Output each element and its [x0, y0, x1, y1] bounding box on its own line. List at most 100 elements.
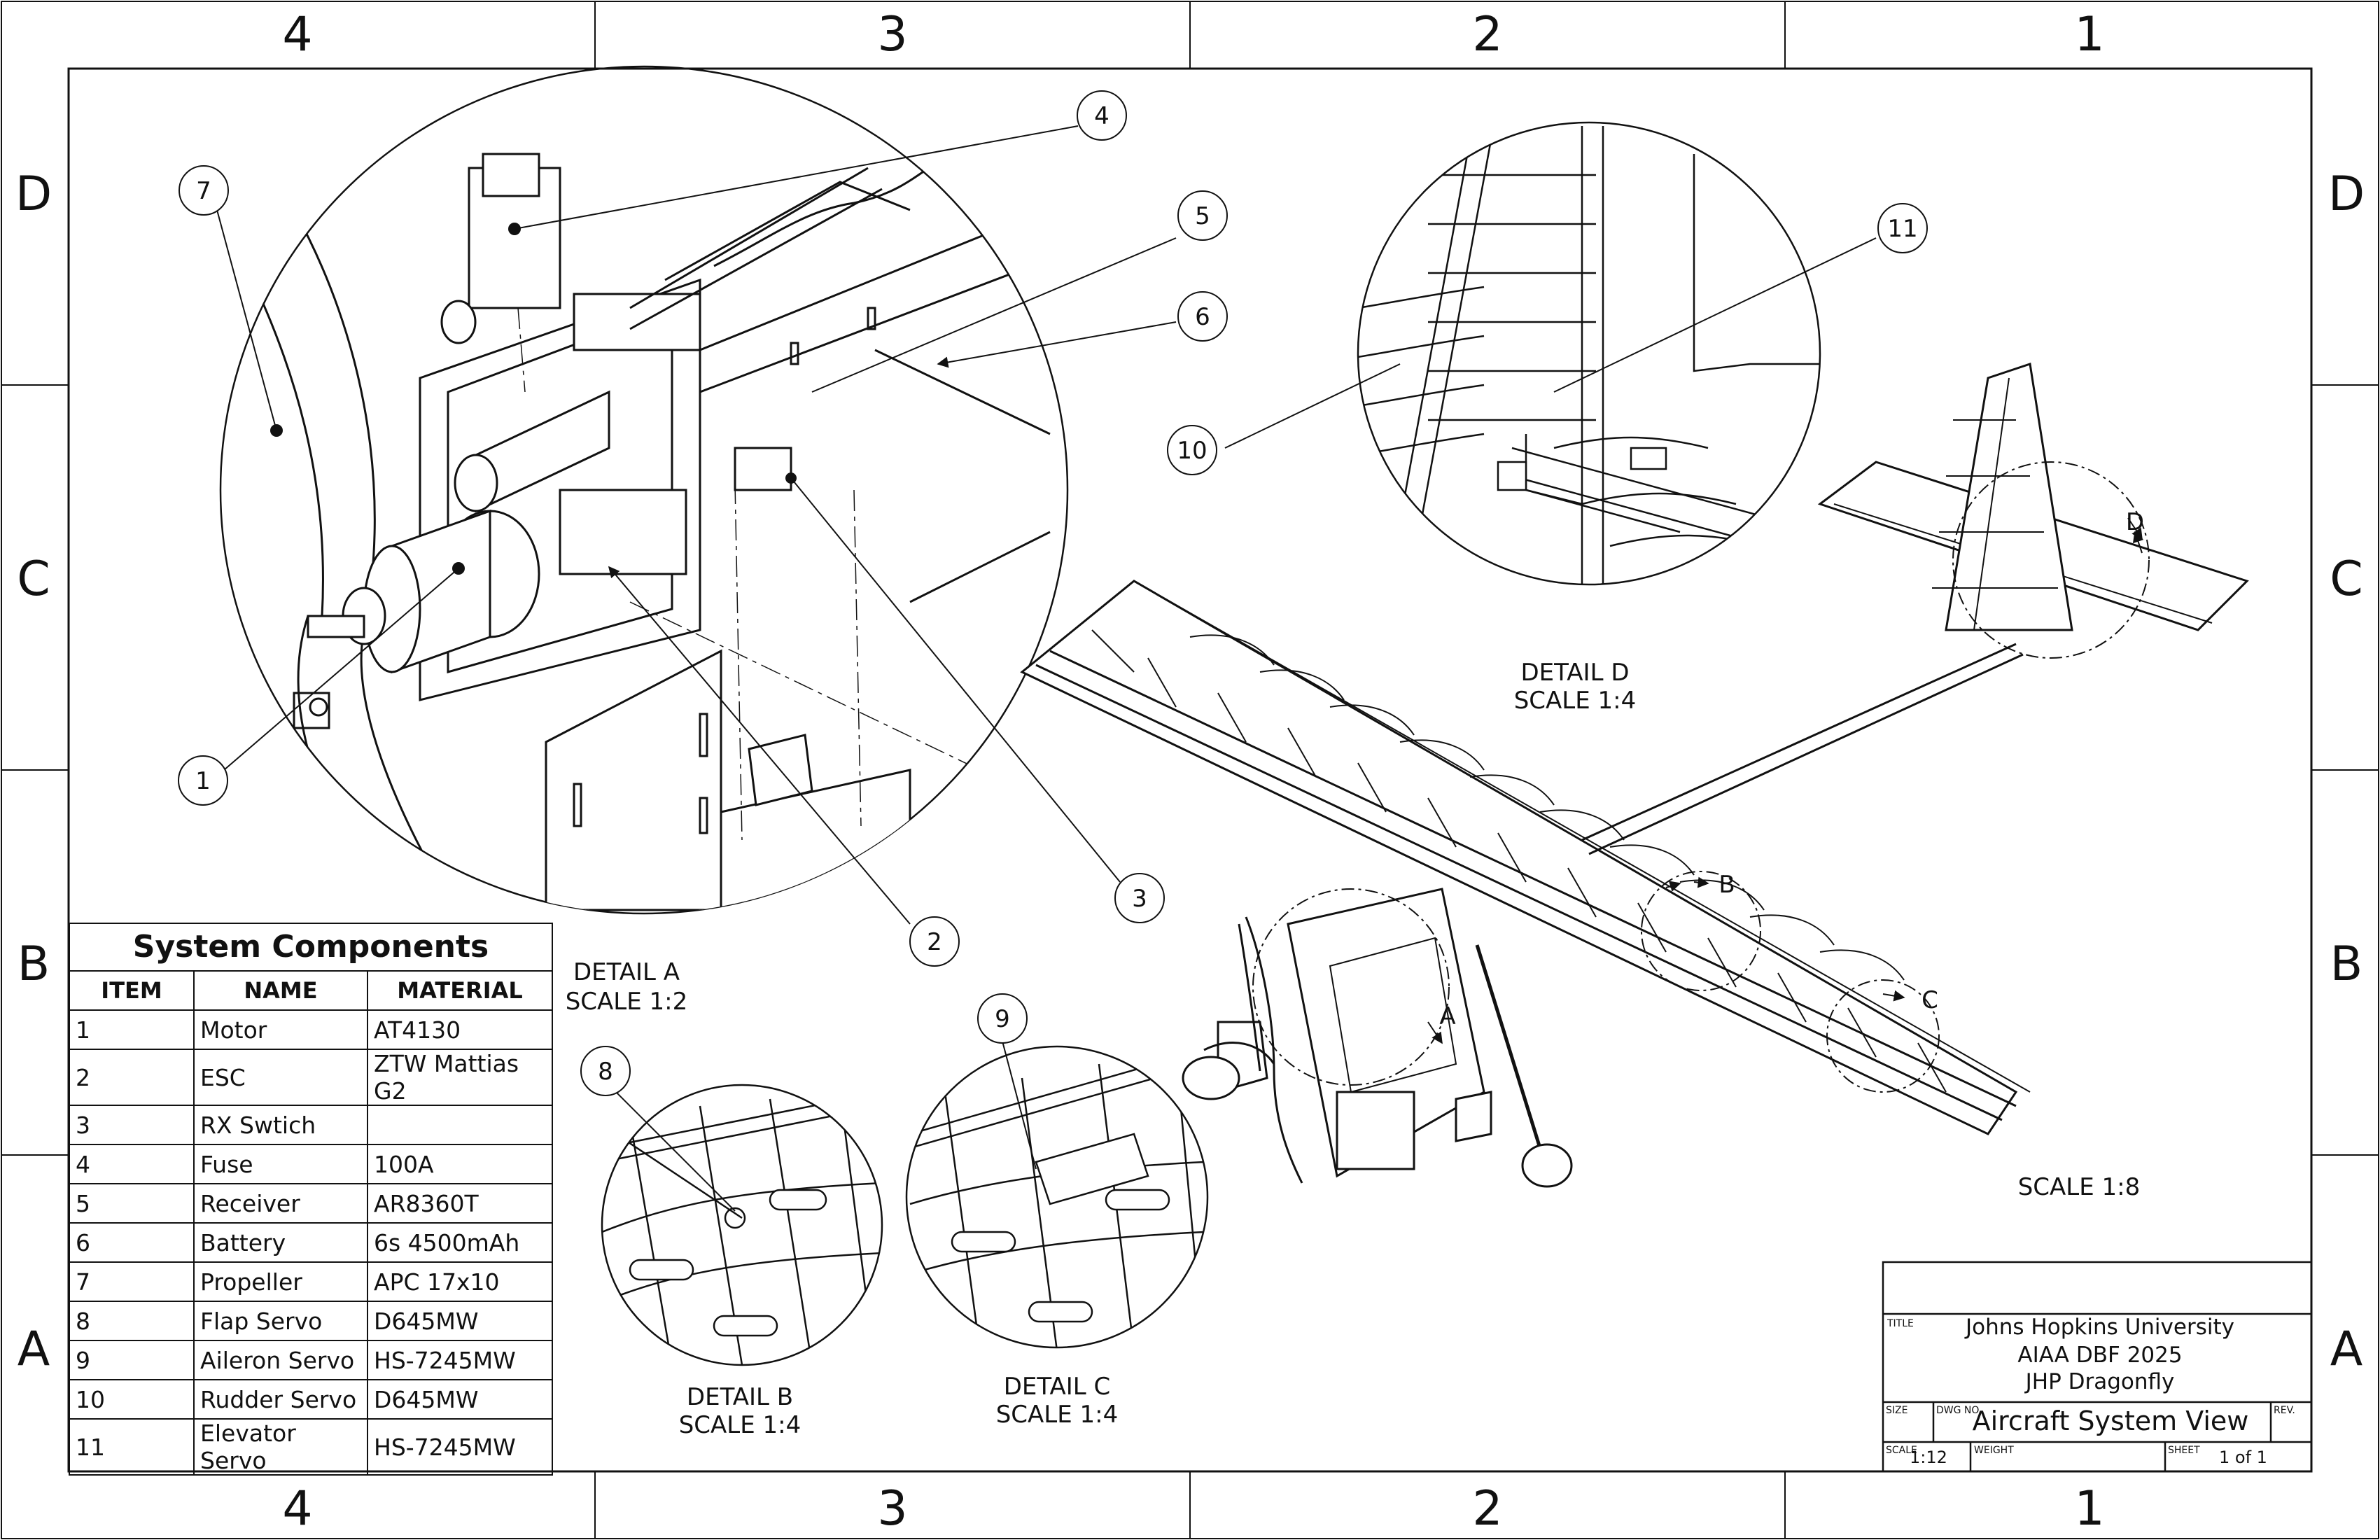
- bom-cell-item: 10: [69, 1379, 195, 1420]
- detail-d-label: DETAIL D: [1520, 659, 1629, 687]
- balloon-6: 6: [1177, 291, 1228, 342]
- bom-cell-material: APC 17x10: [367, 1261, 553, 1302]
- title-block-rev-label: REV.: [2274, 1405, 2295, 1416]
- zone-col-bottom-3: 3: [877, 1481, 907, 1536]
- balloon-7: 7: [178, 165, 229, 216]
- zone-col-top-4: 4: [282, 7, 312, 62]
- bom-cell-name: Flap Servo: [193, 1301, 368, 1341]
- balloon-2: 2: [909, 916, 960, 967]
- bom-cell-name: Receiver: [193, 1183, 368, 1224]
- title-block-scale-label: SCALE: [1886, 1445, 1917, 1456]
- view-marker-arrows: [1427, 517, 2144, 1044]
- bom-cell-material: HS-7245MW: [367, 1340, 553, 1380]
- detail-c-view: [905, 1035, 1209, 1349]
- bom-header-item: ITEM: [69, 970, 195, 1011]
- title-block-line-2: AIAA DBF 2025: [2017, 1343, 2183, 1368]
- bom-cell-material: HS-7245MW: [367, 1418, 553, 1476]
- detail-a-view: [219, 65, 1069, 915]
- title-block-dwg-name: Aircraft System View: [1972, 1406, 2249, 1436]
- zone-col-top-3: 3: [877, 7, 907, 62]
- title-block-line-1: Johns Hopkins University: [1966, 1315, 2234, 1340]
- bom-title: System Components: [69, 923, 553, 970]
- bom-cell-name: Elevator Servo: [193, 1418, 368, 1476]
- detail-b-label: DETAIL B: [687, 1383, 793, 1411]
- view-marker-b: B: [1718, 871, 1735, 899]
- title-block-sheet: 1 of 1: [2219, 1448, 2267, 1467]
- bom-cell-item: 2: [69, 1049, 195, 1106]
- title-block-title-label: TITLE: [1887, 1318, 1914, 1329]
- svg-text:11: 11: [1887, 215, 1917, 243]
- detail-d-view: [1224, 121, 1877, 586]
- bom-cell-item: 11: [69, 1418, 195, 1476]
- balloon-11: 11: [1877, 203, 1928, 253]
- bom-cell-item: 5: [69, 1183, 195, 1224]
- bom-cell-material: AT4130: [367, 1009, 553, 1050]
- bom-cell-name: Propeller: [193, 1261, 368, 1302]
- title-block-line-3: JHP Dragonfly: [2025, 1369, 2175, 1394]
- bom-cell-material: AR8360T: [367, 1183, 553, 1224]
- detail-c-scale: SCALE 1:4: [996, 1401, 1119, 1429]
- bom-header-material: MATERIAL: [367, 970, 553, 1011]
- bom-cell-name: RX Swtich: [193, 1105, 368, 1145]
- balloon-10: 10: [1167, 425, 1217, 475]
- zone-row-left-d: D: [15, 167, 52, 222]
- svg-text:7: 7: [196, 177, 211, 205]
- bom-header-name: NAME: [193, 970, 368, 1011]
- bom-cell-item: 3: [69, 1105, 195, 1145]
- svg-text:3: 3: [1132, 885, 1147, 913]
- bom-cell-item: 6: [69, 1222, 195, 1263]
- balloon-4: 4: [1077, 90, 1127, 141]
- zone-col-bottom-1: 1: [2074, 1481, 2104, 1536]
- title-block-size-label: SIZE: [1886, 1405, 1908, 1416]
- bom-cell-item: 4: [69, 1144, 195, 1184]
- detail-d-scale: SCALE 1:4: [1514, 687, 1637, 715]
- bom-cell-name: Rudder Servo: [193, 1379, 368, 1420]
- zone-row-left-c: C: [17, 552, 50, 607]
- svg-text:1: 1: [195, 767, 211, 795]
- zone-row-right-a: A: [2330, 1322, 2363, 1377]
- bom-header-row: ITEM NAME MATERIAL: [69, 970, 553, 1011]
- bom-cell-item: 1: [69, 1009, 195, 1050]
- zone-col-top-1: 1: [2074, 7, 2104, 62]
- balloon-1: 1: [178, 755, 228, 806]
- bom-cell-material: D645MW: [367, 1301, 553, 1341]
- balloon-9: 9: [977, 993, 1028, 1044]
- zone-row-left-a: A: [18, 1322, 50, 1377]
- view-marker-circles: [1252, 461, 2150, 1093]
- svg-text:10: 10: [1177, 437, 1207, 465]
- bom-cell-name: ESC: [193, 1049, 368, 1106]
- balloon-3: 3: [1114, 873, 1165, 923]
- bom-cell-item: 8: [69, 1301, 195, 1341]
- title-block-dwg-label: DWG NO.: [1936, 1405, 1982, 1416]
- bom-cell-name: Battery: [193, 1222, 368, 1263]
- svg-text:5: 5: [1195, 202, 1210, 230]
- detail-a-scale: SCALE 1:2: [566, 988, 688, 1016]
- detail-b-view: [601, 1081, 883, 1366]
- balloon-8: 8: [580, 1046, 631, 1096]
- title-block-scale: 1:12: [1910, 1448, 1947, 1467]
- bom-cell-name: Aileron Servo: [193, 1340, 368, 1380]
- svg-text:8: 8: [598, 1058, 613, 1086]
- svg-text:2: 2: [927, 928, 942, 956]
- zone-row-right-d: D: [2328, 167, 2365, 222]
- svg-text:6: 6: [1195, 303, 1210, 331]
- bom-cell-name: Motor: [193, 1009, 368, 1050]
- title-block-frame: [1882, 1261, 2313, 1473]
- view-marker-d: D: [2126, 508, 2144, 536]
- detail-a-leaders: [216, 125, 1177, 925]
- detail-c-label: DETAIL C: [1004, 1373, 1111, 1401]
- balloon-5: 5: [1177, 190, 1228, 241]
- svg-text:9: 9: [995, 1005, 1010, 1033]
